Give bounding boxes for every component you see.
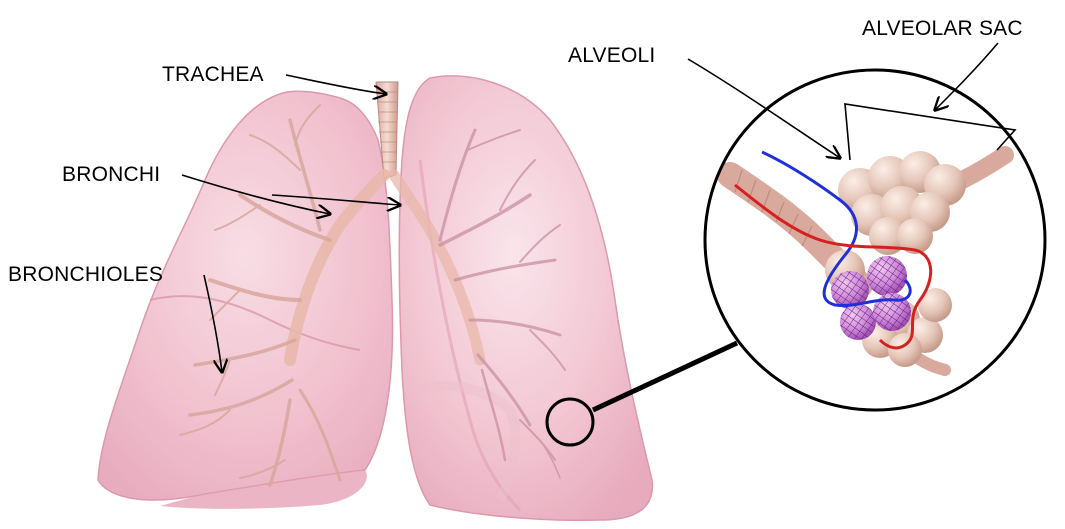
alveoli-zoom <box>705 70 1045 410</box>
alveoli-label: ALVEOLI <box>568 45 655 66</box>
right-lung <box>399 76 652 520</box>
trachea-label: TRACHEA <box>162 64 264 85</box>
alveolar-sac-label: ALVEOLAR SAC <box>862 18 1023 39</box>
bronchioles-label: BRONCHIOLES <box>8 264 163 285</box>
bronchi-label: BRONCHI <box>62 164 160 185</box>
left-lung <box>98 91 393 509</box>
